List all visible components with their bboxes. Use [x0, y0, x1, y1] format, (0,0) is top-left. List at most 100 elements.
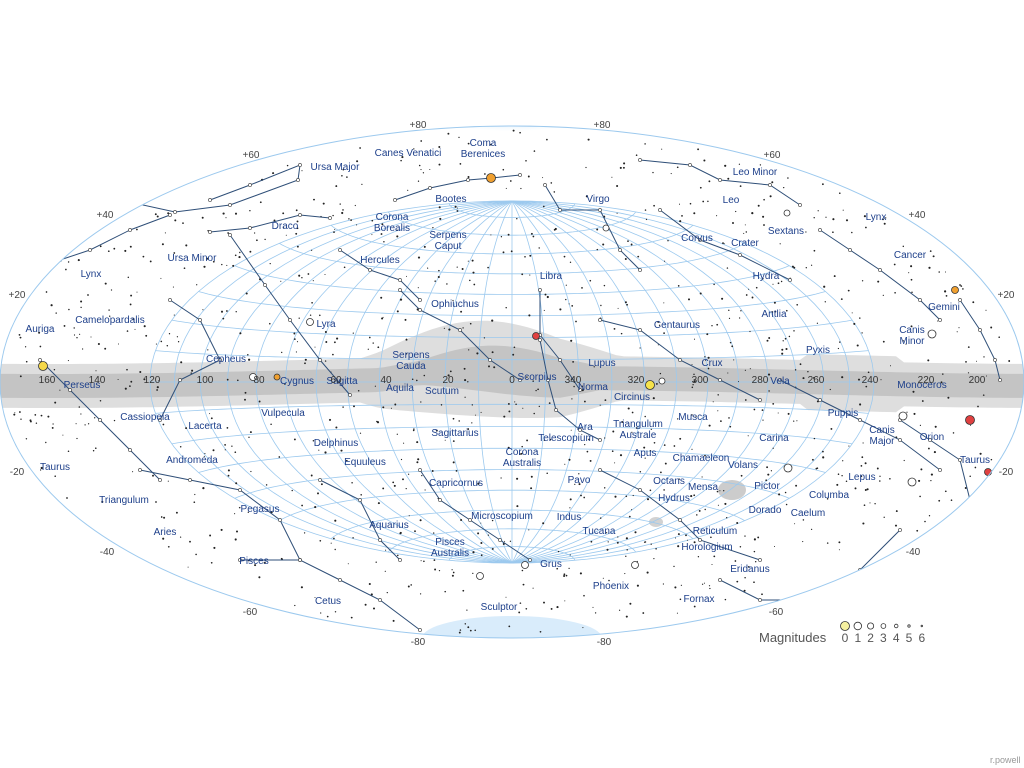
constellation-label: Indus — [557, 512, 581, 523]
constellation-label-line: Cassiopeia — [120, 412, 170, 423]
constellation-label: Capricornus — [429, 478, 483, 489]
constellation-label-line: Dorado — [749, 505, 782, 516]
constellation-label-line: Chamaeleon — [673, 453, 730, 464]
constellation-label: Circinus — [614, 392, 650, 403]
constellation-label: Lyra — [316, 319, 336, 330]
constellation-label: Antlia — [761, 309, 786, 320]
constellation-label-line: Triangulum — [613, 419, 663, 430]
galactic-longitude-label: 60 — [330, 375, 342, 386]
constellation-label-line: Grus — [540, 559, 562, 570]
galactic-longitude-label: 20 — [442, 375, 454, 386]
constellation-label: Crater — [731, 238, 759, 249]
constellation-label-line: Indus — [557, 512, 581, 523]
constellation-label: Lupus — [588, 358, 615, 369]
legend-magnitude-value: 0 — [842, 631, 849, 645]
galactic-longitude-label: 260 — [808, 375, 825, 386]
constellation-label: Dorado — [749, 505, 782, 516]
latitude-label: +20 — [9, 290, 26, 301]
constellation-label: Scutum — [425, 386, 459, 397]
constellation-label-line: Columba — [809, 490, 849, 501]
constellation-label: Sextans — [768, 226, 804, 237]
legend-magnitude-value: 2 — [867, 631, 874, 645]
constellation-label-line: Corona — [376, 212, 409, 223]
constellation-label-line: Aquarius — [369, 520, 408, 531]
constellation-label: Hydra — [753, 271, 780, 282]
constellation-label: Lepus — [848, 472, 875, 483]
constellation-label: Microscopium — [471, 511, 533, 522]
constellation-label: Volans — [728, 460, 758, 471]
constellation-label: Camelopardalis — [75, 315, 144, 326]
constellation-label: Norma — [578, 382, 608, 393]
constellation-label-line: Pictor — [754, 481, 780, 492]
constellation-label: Cepheus — [206, 354, 246, 365]
legend-magnitude-value: 4 — [893, 631, 900, 645]
constellation-label-line: Vela — [770, 376, 790, 387]
constellation-label: Hercules — [360, 255, 399, 266]
galactic-longitude-label: 100 — [197, 375, 214, 386]
latitude-label: +80 — [594, 120, 611, 131]
constellation-label: Cygnus — [280, 376, 314, 387]
constellation-label: Reticulum — [693, 526, 737, 537]
constellation-label-line: Ursa Minor — [168, 253, 218, 264]
constellation-label-line: Aquila — [386, 383, 414, 394]
legend-magnitude-value: 3 — [880, 631, 887, 645]
constellation-label-line: Antlia — [761, 309, 786, 320]
constellation-label: Aries — [154, 527, 177, 538]
galactic-longitude-label: 140 — [89, 375, 106, 386]
constellation-label-line: Caelum — [791, 508, 825, 519]
constellation-label: Centaurus — [654, 320, 700, 331]
constellation-lines — [38, 158, 1002, 632]
constellation-label-line: Corona — [506, 447, 539, 458]
constellation-label-line: Cepheus — [206, 354, 246, 365]
constellation-label-line: Perseus — [64, 380, 101, 391]
constellation-label: Taurus — [960, 455, 990, 466]
constellation-label-line: Capricornus — [429, 478, 483, 489]
constellation-label-line: Triangulum — [99, 495, 149, 506]
constellation-label-line: Taurus — [960, 455, 990, 466]
latitude-label: +60 — [243, 150, 260, 161]
constellation-label: Ursa Minor — [168, 253, 218, 264]
constellation-label-line: Delphinus — [314, 438, 358, 449]
legend-magnitude-dot — [840, 621, 850, 631]
constellation-label: Ophiuchus — [431, 299, 479, 310]
constellation-label-line: Libra — [540, 271, 563, 282]
constellation-label: Virgo — [586, 194, 610, 205]
latitude-labels: +80+80+60+60+40+40+20+20-20-20-40-40-60-… — [9, 120, 1015, 648]
constellation-label: Horologium — [681, 542, 732, 553]
constellation-label-line: Cygnus — [280, 376, 314, 387]
constellation-label-line: Virgo — [586, 194, 610, 205]
constellation-label: Carina — [759, 433, 789, 444]
latitude-label: -20 — [999, 467, 1014, 478]
credit-text: r.powell — [990, 755, 1021, 765]
galactic-longitude-label: 240 — [862, 375, 879, 386]
galactic-longitude-label: 40 — [380, 375, 392, 386]
constellation-label-line: Leo Minor — [733, 167, 778, 178]
coordinate-grid — [149, 200, 875, 564]
constellation-label-line: Octans — [653, 476, 685, 487]
constellation-label-line: Norma — [578, 382, 608, 393]
legend-title: Magnitudes — [759, 630, 827, 645]
constellation-label-line: Sagitta — [326, 376, 358, 387]
constellation-label: Grus — [540, 559, 562, 570]
constellation-label-line: Sculptor — [481, 602, 518, 613]
galactic-longitude-label: 280 — [752, 375, 769, 386]
galactic-longitude-label: 300 — [692, 375, 709, 386]
constellation-label-line: Minor — [899, 336, 925, 347]
constellation-label: Puppis — [828, 408, 859, 419]
legend-magnitude-dot — [853, 621, 862, 631]
constellation-label-line: Volans — [728, 460, 758, 471]
latitude-label: -40 — [906, 547, 921, 558]
constellation-label-line: Eridanus — [730, 564, 769, 575]
galactic-longitude-label: 160 — [39, 375, 56, 386]
constellation-label-line: Horologium — [681, 542, 732, 553]
constellation-label-line: Pavo — [568, 475, 591, 486]
latitude-label: -80 — [597, 637, 612, 648]
constellation-label-line: Australe — [620, 430, 657, 441]
legend-magnitude-dot — [907, 624, 911, 628]
